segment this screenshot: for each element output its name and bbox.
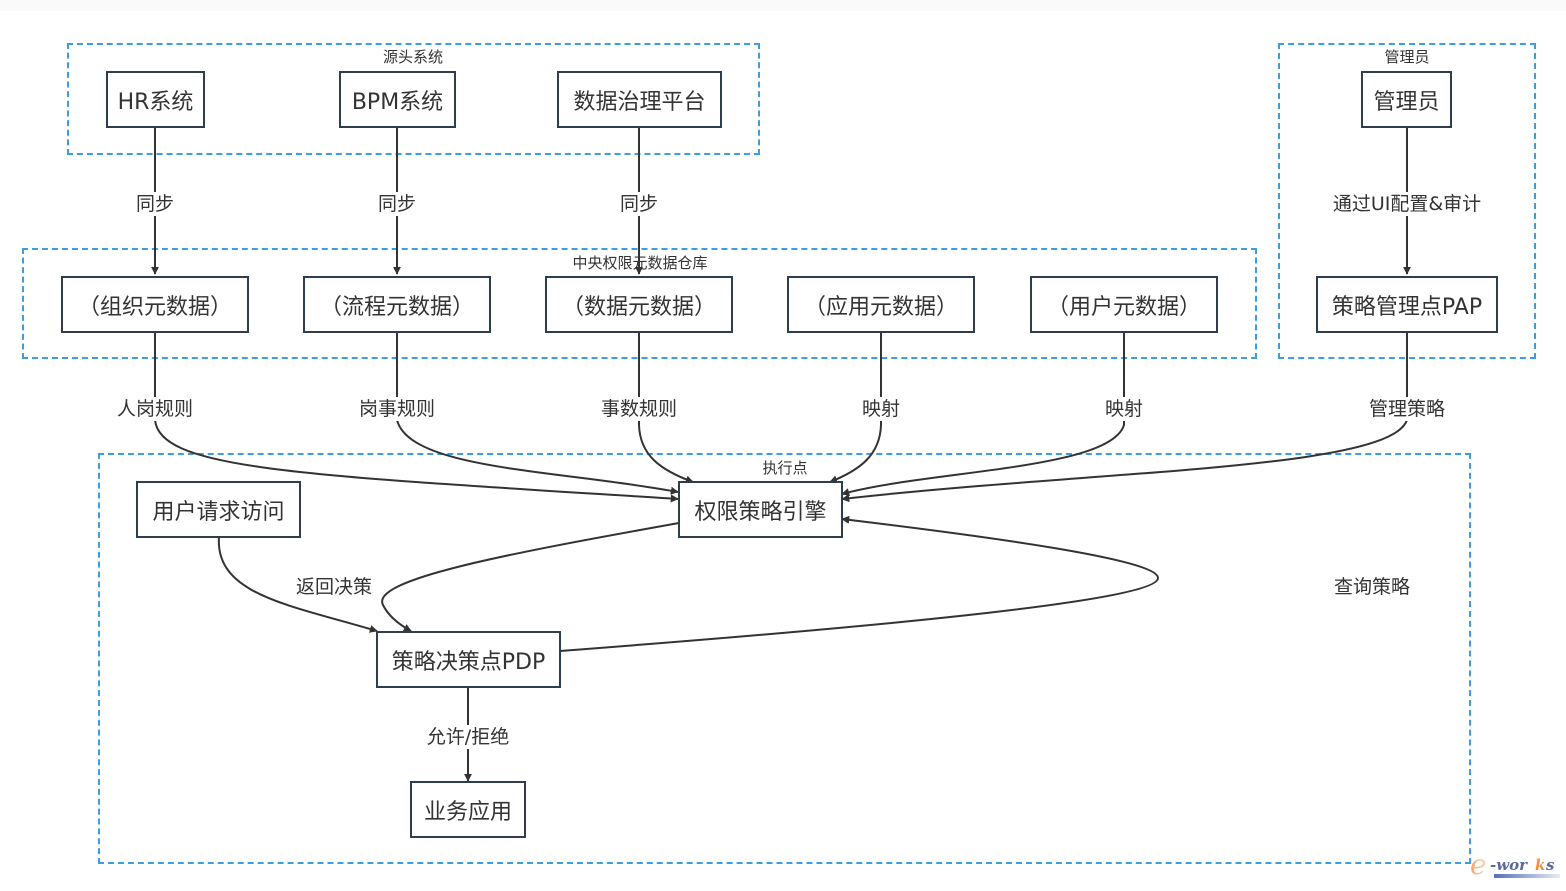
- edge-label-gov-sync: 同步: [618, 192, 660, 216]
- edge-user-request-to-pdp: [217, 536, 378, 633]
- edge-label-post-task-rule: 岗事规则: [357, 397, 437, 421]
- node-data-metadata[interactable]: （数据元数据）: [545, 276, 733, 333]
- svg-text:k: k: [1535, 856, 1545, 874]
- edge-user-meta-to-engine: [841, 332, 1125, 496]
- edge-process-meta-to-engine: [396, 332, 679, 495]
- node-pap[interactable]: 策略管理点PAP: [1316, 276, 1498, 333]
- node-business-app[interactable]: 业务应用: [410, 781, 526, 838]
- eworks-logo: e -wor k s: [1470, 850, 1560, 881]
- node-process-metadata[interactable]: （流程元数据）: [303, 276, 491, 333]
- node-app-metadata[interactable]: （应用元数据）: [787, 276, 975, 333]
- group-source-systems-label: 源头系统: [382, 48, 444, 66]
- group-source-systems: [67, 43, 760, 155]
- edge-label-manage-policy: 管理策略: [1367, 397, 1447, 421]
- edge-pap-to-engine: [841, 332, 1408, 503]
- edge-label-hr-sync: 同步: [134, 192, 176, 216]
- edge-label-return-decision: 返回决策: [295, 576, 373, 598]
- node-hr-system[interactable]: HR系统: [106, 71, 205, 128]
- node-org-metadata[interactable]: （组织元数据）: [61, 276, 249, 333]
- node-bpm-system[interactable]: BPM系统: [339, 71, 456, 128]
- edge-label-bpm-sync: 同步: [376, 192, 418, 216]
- group-enforcement: [98, 453, 1471, 864]
- edge-label-admin-config: 通过UI配置&审计: [1331, 192, 1483, 216]
- svg-text:e: e: [1470, 850, 1487, 881]
- edge-label-person-post-rule: 人岗规则: [115, 397, 195, 421]
- edge-data-meta-to-engine: [638, 332, 694, 484]
- group-enforcement-label: 执行点: [762, 459, 808, 477]
- edge-label-query-policy: 查询策略: [1333, 576, 1411, 598]
- top-band: [0, 0, 1566, 11]
- edge-label-user-mapping: 映射: [1103, 397, 1145, 421]
- edge-label-allow-deny: 允许/拒绝: [425, 725, 511, 749]
- edge-label-app-mapping: 映射: [860, 397, 902, 421]
- group-admin-label: 管理员: [1384, 48, 1430, 66]
- node-pdp[interactable]: 策略决策点PDP: [376, 631, 561, 688]
- node-data-governance-platform[interactable]: 数据治理平台: [557, 71, 722, 128]
- node-admin[interactable]: 管理员: [1361, 71, 1452, 128]
- edge-org-meta-to-engine: [154, 332, 679, 503]
- node-user-request[interactable]: 用户请求访问: [136, 481, 301, 538]
- edge-label-task-data-rule: 事数规则: [599, 397, 679, 421]
- edge-app-meta-to-engine: [829, 332, 882, 484]
- svg-text:s: s: [1546, 856, 1555, 874]
- edge-engine-to-pdp: [381, 522, 680, 632]
- edge-pdp-to-engine: [559, 515, 1160, 652]
- svg-text:-wor: -wor: [1490, 856, 1528, 874]
- node-user-metadata[interactable]: （用户元数据）: [1030, 276, 1218, 333]
- node-policy-engine[interactable]: 权限策略引擎: [678, 481, 843, 538]
